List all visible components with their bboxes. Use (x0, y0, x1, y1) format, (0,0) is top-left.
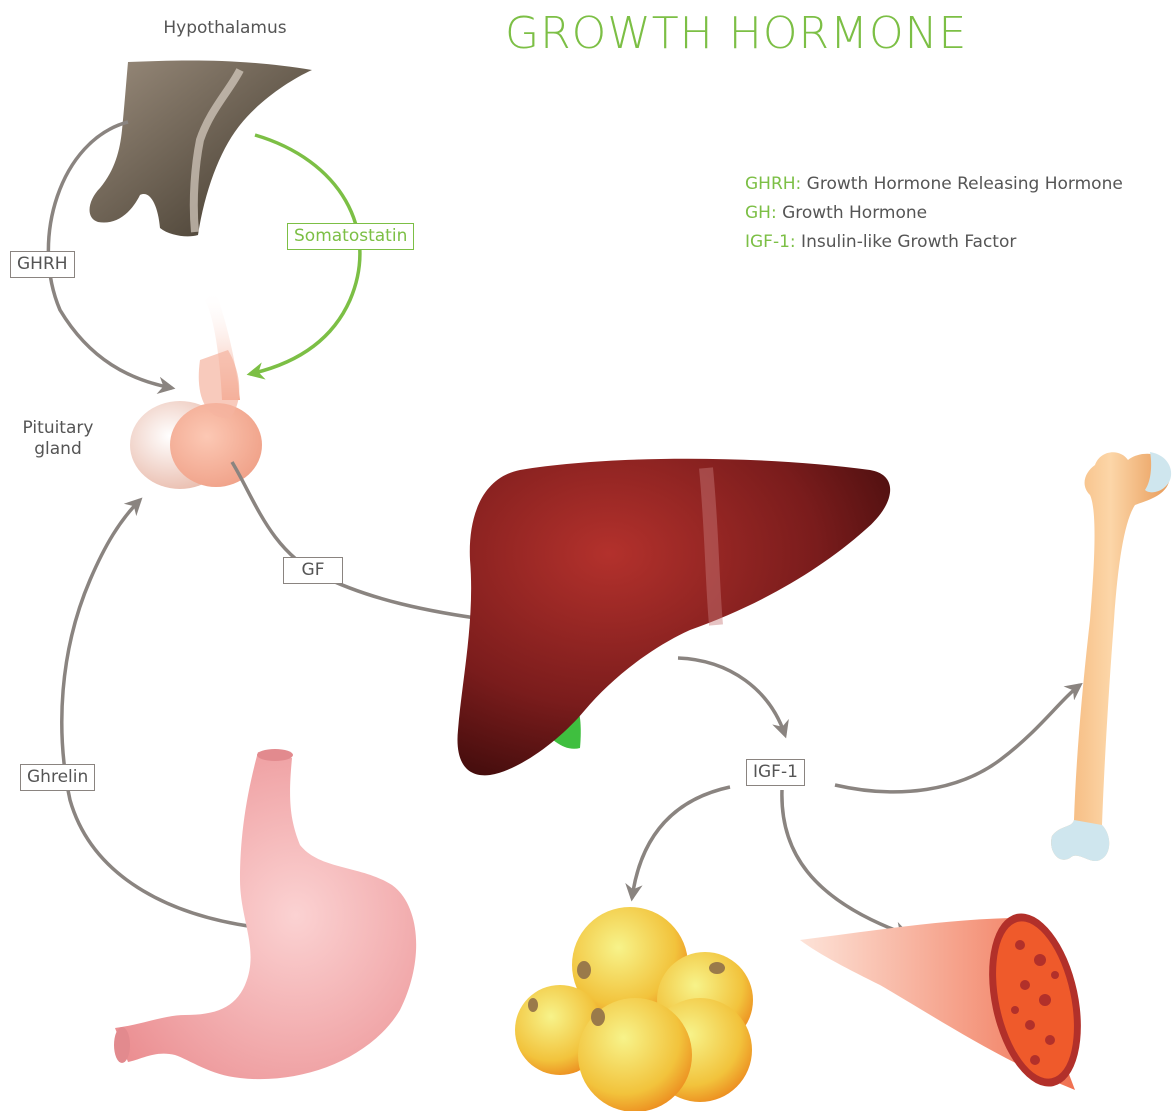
igf1-to-muscle-arrow (782, 790, 908, 935)
legend-text: Growth Hormone (777, 203, 927, 223)
legend-abbr: GHRH: (745, 174, 801, 194)
hypothalamus-illustration (90, 60, 312, 236)
liver-to-igf1-arrow (678, 658, 785, 735)
igf1-to-bone-arrow (835, 685, 1080, 792)
stomach-illustration (114, 749, 416, 1079)
hypothalamus-label: Hypothalamus (145, 18, 305, 39)
gf-label: GF (283, 557, 343, 584)
legend-abbr: IGF-1: (745, 232, 796, 252)
ghrelin-label: Ghrelin (20, 764, 95, 791)
legend-item: GHRH: Growth Hormone Releasing Hormone (745, 170, 1123, 199)
igf1-to-fat-arrow (632, 787, 730, 898)
gf-arrow (232, 462, 490, 620)
bone-illustration (1051, 452, 1171, 861)
muscle-illustration (800, 905, 1095, 1095)
fat-cells-illustration (515, 907, 753, 1111)
legend-text: Insulin-like Growth Factor (796, 232, 1017, 252)
somatostatin-label: Somatostatin (287, 223, 414, 250)
legend-item: GH: Growth Hormone (745, 199, 1123, 228)
pituitary-label-line1: Pituitary (10, 418, 106, 439)
pituitary-label-line2: gland (10, 439, 106, 460)
legend-item: IGF-1: Insulin-like Growth Factor (745, 228, 1123, 257)
page-title: GROWTH HORMONE (505, 8, 967, 59)
pituitary-illustration (130, 290, 262, 489)
pituitary-label: Pituitary gland (10, 418, 106, 460)
legend-text: Growth Hormone Releasing Hormone (801, 174, 1123, 194)
liver-illustration (457, 459, 890, 776)
legend-abbr: GH: (745, 203, 777, 223)
abbreviation-legend: GHRH: Growth Hormone Releasing Hormone G… (745, 170, 1123, 257)
ghrh-label: GHRH (10, 251, 75, 278)
igf1-label: IGF-1 (746, 759, 805, 786)
somatostatin-arrow (250, 135, 360, 374)
